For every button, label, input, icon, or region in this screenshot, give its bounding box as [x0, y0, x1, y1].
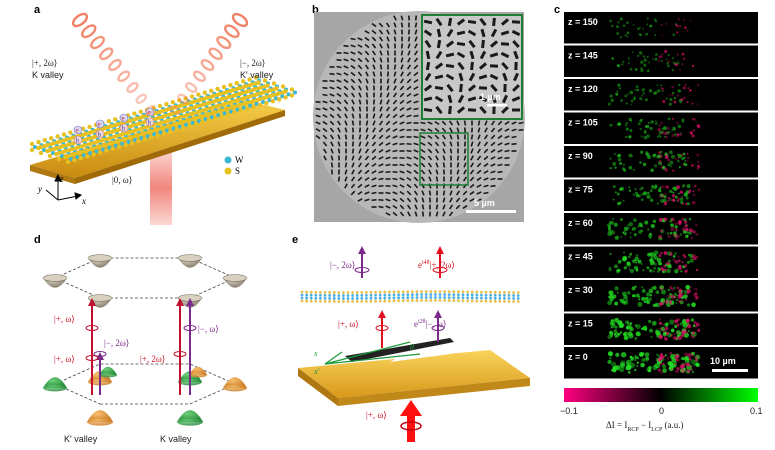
metasurface-illustration: x x′ θ — [298, 246, 530, 442]
main-scalebar — [466, 210, 516, 213]
panel-letter-d: d — [34, 234, 41, 246]
label-plus-w-lower: |+, ω⟩ — [54, 354, 75, 364]
z-frame — [564, 79, 758, 111]
z-label: z = 45 — [568, 252, 593, 262]
panel-letter-a: a — [34, 4, 41, 16]
input-beam-arrow — [407, 412, 415, 442]
legend-w: W — [235, 155, 244, 165]
z-label: z = 145 — [568, 51, 598, 61]
spiral-beam-left — [71, 12, 156, 115]
frame-scalebar — [712, 369, 748, 372]
z-label: z = 15 — [568, 319, 593, 329]
colorbar-min: −0.1 — [560, 406, 578, 416]
legend-s: S — [235, 166, 240, 176]
main-scalebar-label: 5 µm — [474, 198, 495, 208]
axis-z-label: z — [59, 174, 64, 184]
label-plus-w-upper: |+, ω⟩ — [54, 314, 75, 324]
colorbar-max: 0.1 — [750, 406, 763, 416]
state-minus-2w: |−, 2ω⟩ — [240, 58, 266, 68]
legend-s-dot — [224, 167, 232, 175]
label-plus-2w: |+, 2ω⟩ — [140, 354, 166, 364]
z-label: z = 120 — [568, 84, 598, 94]
ws2-layer-e — [300, 290, 520, 303]
z-label: z = 150 — [568, 17, 598, 27]
z-frame — [564, 112, 758, 144]
z-label: z = 0 — [568, 352, 588, 362]
carrier-e-label: e — [122, 115, 125, 123]
label-phase-4theta: ei4θ|+, 2ω⟩ — [418, 260, 455, 270]
panel-letter-c: c — [554, 4, 561, 16]
frame-scalebar-label: 10 µm — [710, 356, 736, 366]
z-frame — [564, 179, 758, 211]
axis-y-label: y — [37, 184, 42, 194]
state-0-w: |0, ω⟩ — [112, 175, 133, 185]
theta-label: θ — [410, 343, 414, 352]
z-frame — [564, 12, 758, 44]
inset-pattern — [423, 17, 521, 115]
axis-triad — [45, 173, 83, 201]
band-diagram — [42, 254, 248, 426]
label-minus-2w: |−, 2ω⟩ — [104, 338, 130, 348]
inset-scalebar-label: 1 µm — [480, 92, 501, 102]
gold-substrate — [298, 350, 530, 398]
panel-letter-b: b — [312, 4, 319, 16]
carrier-e-label: e — [98, 121, 101, 129]
axis-x-label-e: x — [313, 349, 318, 358]
axis-xp-label-e: x′ — [313, 367, 320, 376]
zoom-region-box — [419, 132, 469, 186]
panel-b: b 1 µm 5 µm — [300, 0, 535, 230]
label-minus-2w-e: |−, 2ω⟩ — [330, 260, 356, 270]
z-label: z = 60 — [568, 218, 593, 228]
colorbar-label: ΔI = IRCP − ILCP (a.u.) — [606, 420, 684, 433]
label-phase-2theta: ei2θ|−, ω⟩ — [414, 319, 447, 329]
substrate — [30, 100, 285, 178]
axis-x-label: x — [81, 196, 86, 206]
z-label: z = 75 — [568, 185, 593, 195]
label-plus-w-e: |+, ω⟩ — [338, 319, 359, 329]
z-frame — [564, 280, 758, 312]
valley-cones — [42, 254, 248, 426]
transition-arrows-kprime — [85, 298, 107, 395]
carrier-e-label: e — [148, 109, 151, 117]
z-frame — [564, 45, 758, 77]
z-stack-frames: z = 150 z = 145 z = 120 z = 105 z = 90 z = 75… — [564, 12, 758, 379]
legend-w-dot — [224, 156, 232, 164]
state-plus-2w: |+, 2ω⟩ — [32, 58, 58, 68]
inset-scalebar — [487, 104, 507, 107]
panel-d: d — [0, 230, 300, 450]
valley-k-label: K valley — [32, 70, 64, 80]
z-label: z = 30 — [568, 285, 593, 295]
panel-letter-e: e — [292, 234, 299, 246]
transition-arrows-k — [173, 298, 197, 395]
colorbar-gradient — [564, 388, 758, 402]
carrier-h-label: h — [76, 137, 80, 145]
rotated-axes — [324, 341, 421, 365]
colorbar-mid: 0 — [659, 406, 665, 416]
carrier-h-label: h — [122, 125, 126, 133]
carrier-h-label: h — [98, 131, 102, 139]
carrier-e-label: e — [76, 127, 79, 135]
sem-image: 1 µm 5 µm — [313, 11, 525, 223]
carrier-h-label: h — [148, 119, 152, 127]
valley-kprime-bottom: K′ valley — [64, 434, 98, 444]
z-label: z = 105 — [568, 118, 598, 128]
spiral-beam-right — [169, 12, 249, 115]
panel-e: e — [290, 230, 540, 450]
valley-kprime-label: K′ valley — [240, 70, 274, 80]
colorbar — [564, 388, 758, 402]
pump-beam — [150, 150, 172, 225]
z-label: z = 90 — [568, 151, 593, 161]
label-minus-w: |−, ω⟩ — [198, 324, 219, 334]
metasurface-pattern — [315, 15, 524, 217]
valley-k-bottom: K valley — [160, 434, 192, 444]
nanoslit — [345, 338, 454, 362]
label-input-e: |+, ω⟩ — [366, 410, 387, 420]
